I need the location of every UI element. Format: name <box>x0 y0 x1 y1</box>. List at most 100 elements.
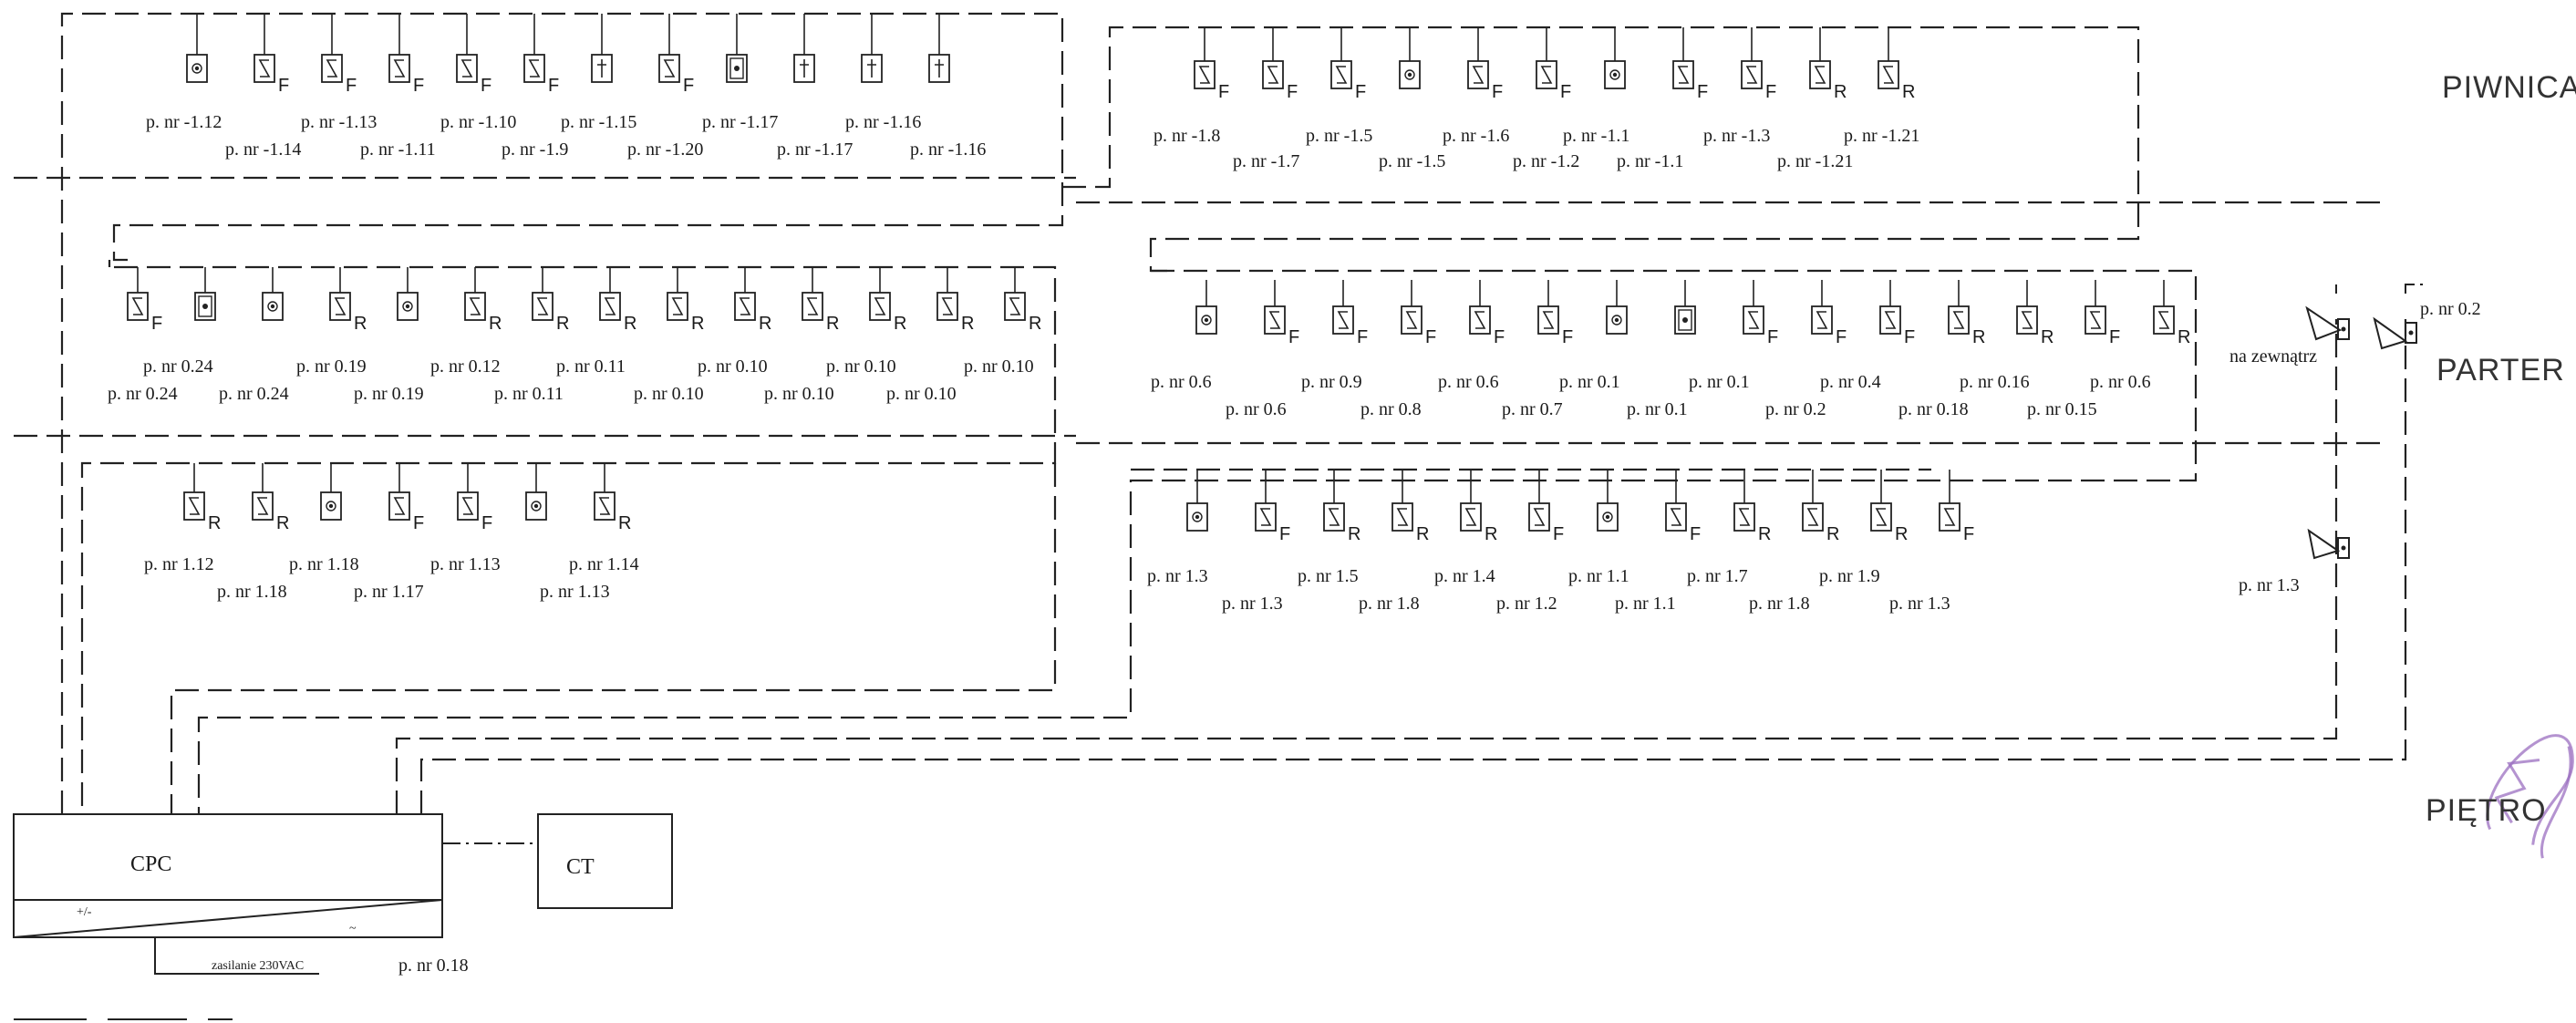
outside-room-ground: p. nr 0.2 <box>2420 299 2481 319</box>
room-label: p. nr 0.6 <box>1226 399 1287 419</box>
detector-s-icon: R <box>1948 280 1985 347</box>
cpc-tilde: ~ <box>349 922 357 935</box>
detector-s-icon: F <box>457 463 492 533</box>
loop-first-left <box>170 463 1057 814</box>
loop-first-floor-ext <box>2335 284 2426 294</box>
room-label: p. nr -1.2 <box>1513 151 1579 171</box>
outside-room-first: p. nr 1.3 <box>2239 575 2300 595</box>
detector-dot-icon <box>1604 27 1626 89</box>
detector-type-letter: F <box>1357 327 1368 347</box>
detector-type-letter: F <box>151 314 162 334</box>
detector-type-letter: F <box>1690 524 1701 544</box>
detector-type-letter: R <box>1029 314 1041 334</box>
room-label: p. nr -1.15 <box>561 112 636 132</box>
detector-type-letter: F <box>1287 82 1298 102</box>
room-label: p. nr -1.3 <box>1703 126 1770 146</box>
room-label: p. nr 1.13 <box>540 582 610 602</box>
cpc-room-label: p. nr 0.18 <box>398 956 469 976</box>
detector-dot-icon <box>262 267 284 321</box>
detector-type-letter: F <box>1355 82 1366 102</box>
detector-type-letter: R <box>1348 524 1360 544</box>
room-label: p. nr 0.11 <box>556 356 626 377</box>
detector-s-icon: F <box>127 267 162 334</box>
room-label: p. nr -1.16 <box>845 112 921 132</box>
detector-type-letter: R <box>2178 327 2190 347</box>
detector-dot-icon <box>320 463 342 521</box>
detector-s-icon: R <box>2153 280 2190 347</box>
room-label: p. nr -1.21 <box>1844 126 1919 146</box>
detector-type-letter: F <box>2109 327 2120 347</box>
detector-type-letter: F <box>1836 327 1847 347</box>
detector-s-icon: R <box>936 267 974 334</box>
detector-cross-icon <box>591 14 613 83</box>
detector-s-icon: F <box>253 14 289 96</box>
detector-s-icon: F <box>1194 27 1229 102</box>
detector-s-icon: R <box>2016 280 2054 347</box>
room-label: p. nr 0.10 <box>634 384 704 404</box>
detector-dot-icon <box>397 267 419 321</box>
room-label: p. nr -1.5 <box>1379 151 1445 171</box>
detector-dotframe-icon <box>194 267 216 321</box>
detector-dot-icon <box>1597 470 1619 532</box>
detector-s-icon: F <box>388 14 424 96</box>
official-stamp <box>2486 734 2574 859</box>
room-label: p. nr -1.20 <box>627 140 703 160</box>
detector-type-letter: R <box>894 314 906 334</box>
room-label: p. nr 0.10 <box>698 356 768 377</box>
detector-s-icon: F <box>1330 27 1366 102</box>
detector-type-letter: F <box>413 513 424 533</box>
room-label: p. nr -1.7 <box>1233 151 1299 171</box>
detector-type-letter: F <box>1560 82 1571 102</box>
room-label: p. nr 1.3 <box>1222 594 1283 614</box>
detector-dotframe-icon <box>726 14 748 83</box>
outside-beacon-first <box>2307 528 2350 560</box>
detector-s-icon: F <box>1536 27 1571 102</box>
detector-type-letter: R <box>1416 524 1429 544</box>
detector-type-letter: R <box>2041 327 2054 347</box>
room-label: p. nr 0.19 <box>354 384 424 404</box>
room-label: p. nr 0.15 <box>2027 399 2097 419</box>
outside-beacon-ground-left <box>2305 305 2350 341</box>
detector-cross-icon <box>861 14 883 83</box>
room-label: p. nr -1.11 <box>360 140 436 160</box>
room-label: p. nr -1.6 <box>1443 126 1509 146</box>
room-label: p. nr 0.6 <box>2090 372 2151 392</box>
detector-s-icon: R <box>599 267 636 334</box>
room-label: p. nr 0.11 <box>494 384 564 404</box>
detector-s-icon: F <box>658 14 694 96</box>
detector-type-letter: F <box>1562 327 1573 347</box>
detector-s-icon: F <box>388 463 424 533</box>
detector-s-icon: F <box>2085 280 2120 347</box>
detector-s-icon: R <box>1004 267 1041 334</box>
room-label: p. nr 1.18 <box>289 554 359 574</box>
room-label: p. nr 1.3 <box>1147 566 1208 586</box>
detector-s-icon: F <box>1264 280 1299 347</box>
room-label: p. nr 0.6 <box>1438 372 1499 392</box>
room-label: p. nr 0.10 <box>964 356 1034 377</box>
cpc-plus-minus: +/- <box>77 905 92 919</box>
room-label: p. nr 0.6 <box>1151 372 1212 392</box>
zone-label-ground: PARTER <box>2436 353 2565 388</box>
detector-type-letter: F <box>481 76 491 96</box>
detector-type-letter: R <box>826 314 839 334</box>
detector-s-icon: R <box>667 267 704 334</box>
detector-type-letter: F <box>1494 327 1505 347</box>
detector-type-letter: F <box>548 76 559 96</box>
detector-s-icon: R <box>1870 470 1908 544</box>
detector-s-icon: R <box>1391 470 1429 544</box>
loop-outside-return <box>419 319 2407 814</box>
detector-type-letter: F <box>1767 327 1778 347</box>
detector-type-letter: F <box>346 76 357 96</box>
room-label: p. nr 0.16 <box>1960 372 2030 392</box>
detector-s-icon: F <box>1528 470 1564 544</box>
detector-s-icon: F <box>456 14 491 96</box>
room-label: p. nr -1.9 <box>502 140 568 160</box>
room-label: p. nr 0.24 <box>108 384 178 404</box>
detector-type-letter: R <box>276 513 289 533</box>
detector-s-icon: F <box>1467 27 1503 102</box>
room-label: p. nr 1.3 <box>1889 594 1950 614</box>
room-label: p. nr 1.14 <box>569 554 639 574</box>
detector-dot-icon <box>1399 27 1421 89</box>
